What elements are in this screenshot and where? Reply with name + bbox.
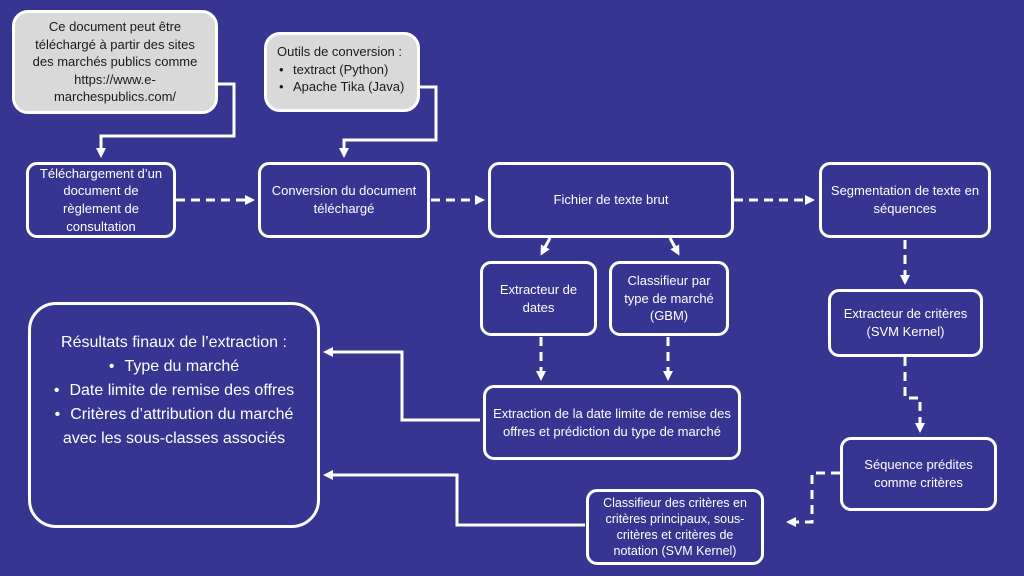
date-extractor: Extracteur de dates	[480, 261, 597, 336]
final-results-title: Résultats finaux de l’extraction :	[61, 334, 287, 351]
final-results: Résultats finaux de l’extraction : •Type…	[28, 302, 320, 528]
conversion-tools-list: textract (Python) Apache Tika (Java)	[277, 61, 407, 96]
final-result-item: •Type du marché	[108, 358, 240, 375]
arrow-classifier-to-results	[323, 470, 585, 527]
conversion-tool-item: textract (Python)	[279, 61, 407, 79]
source-note: Ce document peut être téléchargé à parti…	[12, 10, 218, 114]
conversion-tools-note: Outils de conversion : textract (Python)…	[264, 32, 420, 112]
deadline-extraction-label: Extraction de la date limite de remise d…	[493, 405, 731, 439]
raw-text-file: Fichier de texte brut	[488, 162, 734, 238]
download-step: Téléchargement d’un document de règlemen…	[26, 162, 176, 238]
criteria-classifier: Classifieur des critères en critères pri…	[586, 489, 764, 565]
arrow-tools-to-conversion	[339, 85, 438, 158]
market-type-classifier: Classifieur par type de marché (GBM)	[609, 261, 729, 336]
arrow-predicted-to-classifier	[786, 471, 840, 527]
date-extractor-label: Extracteur de dates	[499, 281, 578, 315]
segmentation-step-label: Segmentation de texte en séquences	[830, 183, 980, 216]
arrow-source-to-download	[96, 82, 236, 158]
deadline-extraction-step: Extraction de la date limite de remise d…	[483, 385, 741, 460]
criteria-extractor: Extracteur de critères (SVM Kernel)	[828, 289, 983, 357]
final-result-item: •Critères d’attribution du marché avec l…	[54, 406, 294, 447]
source-note-text: Ce document peut être téléchargé à parti…	[32, 19, 198, 105]
arrow-deadline-to-results	[323, 347, 480, 422]
final-result-item: •Date limite de remise des offres	[53, 382, 295, 399]
criteria-extractor-label: Extracteur de critères (SVM Kernel)	[843, 306, 968, 339]
arrow-rawtext-to-date-extractor	[540, 237, 552, 256]
arrow-rawtext-to-market-classifier	[668, 237, 680, 256]
segmentation-step: Segmentation de texte en séquences	[819, 162, 991, 238]
conversion-tools-title: Outils de conversion :	[277, 44, 403, 59]
final-results-list: •Type du marché •Date limite de remise d…	[43, 355, 305, 451]
market-type-classifier-label: Classifieur par type de marché (GBM)	[624, 273, 714, 324]
predicted-sequences: Séquence prédites comme critères	[840, 437, 997, 511]
predicted-sequences-label: Séquence prédites comme critères	[864, 457, 973, 490]
conversion-step: Conversion du document téléchargé	[258, 162, 430, 238]
conversion-tool-item: Apache Tika (Java)	[279, 78, 407, 96]
download-step-label: Téléchargement d’un document de règlemen…	[39, 165, 163, 234]
arrow-criteria-extractor-to-predicted	[903, 357, 925, 433]
criteria-classifier-label: Classifieur des critères en critères pri…	[603, 496, 747, 558]
raw-text-file-label: Fichier de texte brut	[553, 192, 669, 208]
conversion-step-label: Conversion du document téléchargé	[271, 183, 417, 216]
